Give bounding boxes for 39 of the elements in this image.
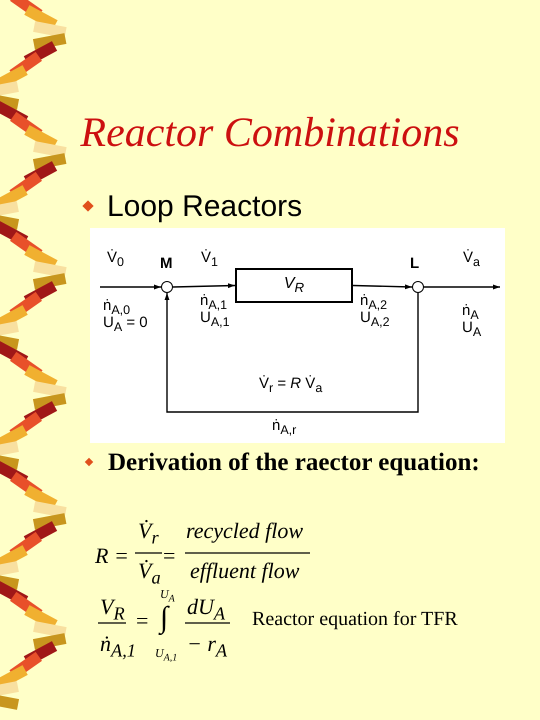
slide-title: Reactor Combinations bbox=[79, 112, 461, 154]
bullet-heading: Loop Reactors bbox=[107, 192, 302, 222]
junction-label: L bbox=[410, 256, 420, 271]
equation-term: R = bbox=[95, 545, 129, 567]
stream-label: ṅ$_{A}$ bbox=[462, 303, 479, 322]
equation-term: ∫ bbox=[160, 603, 168, 633]
equation-term: = bbox=[136, 610, 148, 632]
equation-term: U$_{A}$ bbox=[160, 588, 175, 604]
equation-term: U$_{A,1}$ bbox=[155, 647, 178, 664]
flow-arrow bbox=[352, 284, 412, 290]
edge-label: V̇$_{0}$ bbox=[106, 250, 125, 268]
flow-arrow bbox=[172, 283, 236, 288]
flow-arrow bbox=[164, 293, 419, 413]
equation-term: dU$_{A}$ bbox=[187, 596, 226, 623]
edge-label: V̇$_{a}$ bbox=[462, 250, 481, 268]
junction-label: M bbox=[160, 256, 172, 271]
flow-arrow bbox=[424, 284, 500, 290]
caption-text: Reactor equation for TFR bbox=[252, 609, 458, 629]
equation-term: V$_{R}$ bbox=[100, 596, 125, 623]
stream-label: ṅ$_{A,2}$ bbox=[360, 293, 388, 312]
stream-label: ṅ$_{A,1}$ bbox=[200, 293, 228, 312]
stream-label: U$_{A}$ = 0 bbox=[103, 315, 148, 334]
edge-label: V̇$_{r}$ = R V̇$_{a}$ bbox=[258, 376, 324, 394]
bullet-heading: Derivation of the raector equation: bbox=[108, 450, 480, 475]
equation-term: = bbox=[163, 545, 176, 567]
stream-label: U$_{A,1}$ bbox=[200, 310, 230, 328]
equation-term: ṅ$_{A,1}$ bbox=[100, 633, 136, 660]
stream-label: U$_{A}$ bbox=[462, 320, 482, 338]
equation-term: V̇$_{r}$ bbox=[138, 520, 159, 547]
stream-label: U$_{A,2}$ bbox=[360, 310, 390, 328]
stream-label: ṅ$_{A,r}$ bbox=[272, 418, 296, 436]
equation-term: − r$_{A}$ bbox=[187, 633, 228, 660]
equation-term: effluent flow bbox=[190, 560, 300, 582]
edge-label: V̇$_{1}$ bbox=[200, 250, 219, 268]
equation-term: recycled flow bbox=[186, 520, 304, 542]
flow-arrow bbox=[100, 284, 161, 290]
equation-term: V̇$_{a}$ bbox=[138, 560, 161, 587]
stream-label: ṅ$_{A,0}$ bbox=[103, 298, 130, 316]
reactor-box: V$_{R}$ bbox=[235, 268, 353, 303]
